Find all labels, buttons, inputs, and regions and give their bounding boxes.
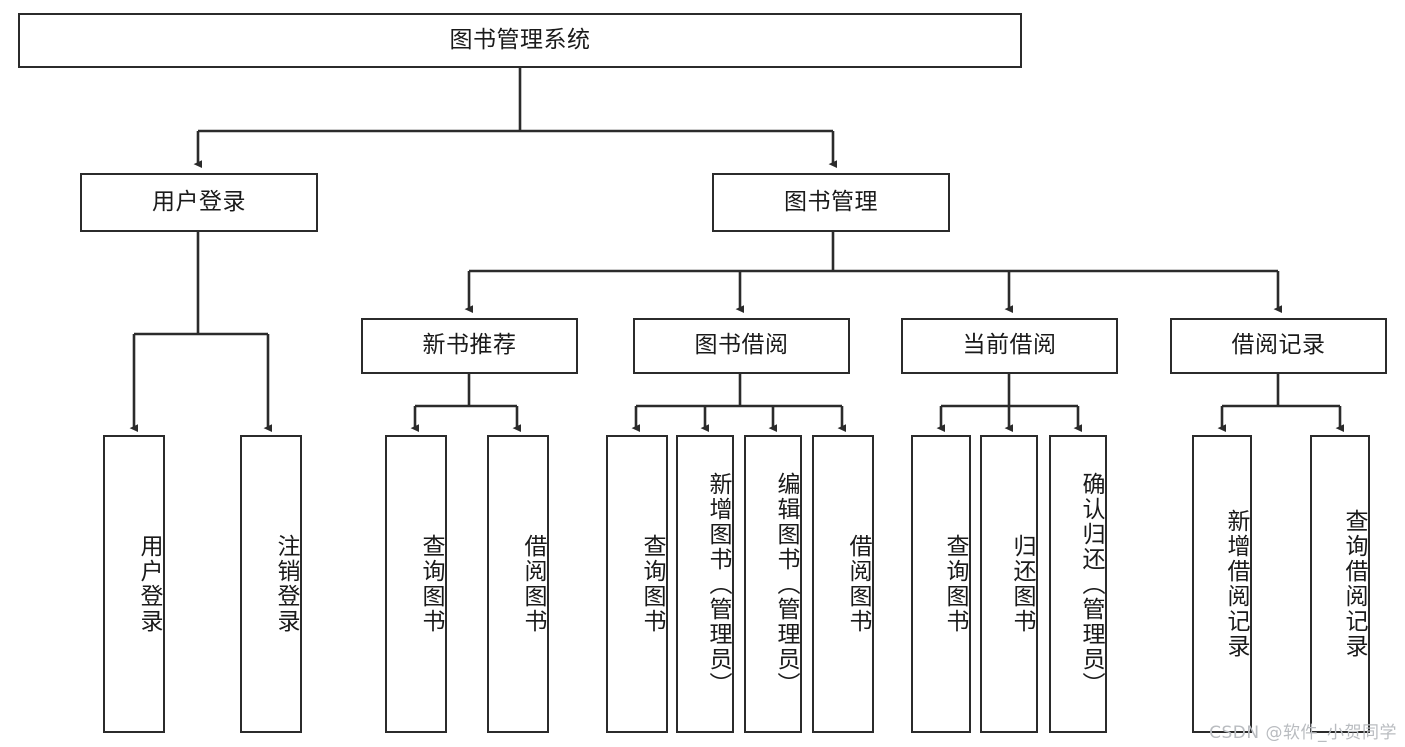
leaf-nb-borrow-book-label: 借阅图书 bbox=[520, 534, 546, 634]
leaf-logout-label: 注销登录 bbox=[273, 534, 299, 634]
node-book-management-label: 图书管理 bbox=[784, 188, 878, 215]
leaf-bb-borrow-book[interactable]: 借阅图书 bbox=[812, 435, 874, 733]
node-current-borrow[interactable]: 当前借阅 bbox=[901, 318, 1118, 374]
leaf-bb-add-book[interactable]: 新增图书（管理员） bbox=[676, 435, 734, 733]
leaf-nb-query-book-label: 查询图书 bbox=[418, 534, 444, 634]
leaf-bb-edit-book-label: 编辑图书（管理员） bbox=[773, 471, 799, 697]
node-root[interactable]: 图书管理系统 bbox=[18, 13, 1022, 68]
leaf-cb-confirm-return[interactable]: 确认归还（管理员） bbox=[1049, 435, 1107, 733]
leaf-user-login[interactable]: 用户登录 bbox=[103, 435, 165, 733]
node-book-borrow-label: 图书借阅 bbox=[694, 332, 789, 359]
leaf-nb-borrow-book[interactable]: 借阅图书 bbox=[487, 435, 549, 733]
node-current-borrow-label: 当前借阅 bbox=[962, 332, 1057, 359]
node-borrow-record-label: 借阅记录 bbox=[1231, 332, 1326, 359]
leaf-br-add-record-label: 新增借阅记录 bbox=[1223, 509, 1249, 659]
leaf-bb-borrow-book-label: 借阅图书 bbox=[845, 534, 871, 634]
leaf-cb-confirm-return-label: 确认归还（管理员） bbox=[1078, 471, 1104, 697]
leaf-br-add-record[interactable]: 新增借阅记录 bbox=[1192, 435, 1252, 733]
node-book-borrow[interactable]: 图书借阅 bbox=[633, 318, 850, 374]
leaf-logout[interactable]: 注销登录 bbox=[240, 435, 302, 733]
node-new-book-recommend[interactable]: 新书推荐 bbox=[361, 318, 578, 374]
leaf-user-login-label: 用户登录 bbox=[136, 534, 162, 634]
leaf-nb-query-book[interactable]: 查询图书 bbox=[385, 435, 447, 733]
node-user-login-label: 用户登录 bbox=[152, 188, 246, 215]
node-new-book-recommend-label: 新书推荐 bbox=[422, 332, 517, 359]
leaf-br-query-record[interactable]: 查询借阅记录 bbox=[1310, 435, 1370, 733]
leaf-bb-query-book-label: 查询图书 bbox=[639, 534, 665, 634]
leaf-cb-query-book[interactable]: 查询图书 bbox=[911, 435, 971, 733]
node-user-login[interactable]: 用户登录 bbox=[80, 173, 318, 232]
node-borrow-record[interactable]: 借阅记录 bbox=[1170, 318, 1387, 374]
node-book-management[interactable]: 图书管理 bbox=[712, 173, 950, 232]
node-root-label: 图书管理系统 bbox=[449, 26, 591, 53]
leaf-cb-return-book-label: 归还图书 bbox=[1009, 534, 1035, 634]
leaf-bb-query-book[interactable]: 查询图书 bbox=[606, 435, 668, 733]
leaf-cb-query-book-label: 查询图书 bbox=[942, 534, 968, 634]
leaf-bb-add-book-label: 新增图书（管理员） bbox=[705, 471, 731, 697]
leaf-br-query-record-label: 查询借阅记录 bbox=[1341, 509, 1367, 659]
csdn-watermark: CSDN @软件_小贺同学 bbox=[1209, 723, 1397, 743]
leaf-cb-return-book[interactable]: 归还图书 bbox=[980, 435, 1038, 733]
leaf-bb-edit-book[interactable]: 编辑图书（管理员） bbox=[744, 435, 802, 733]
